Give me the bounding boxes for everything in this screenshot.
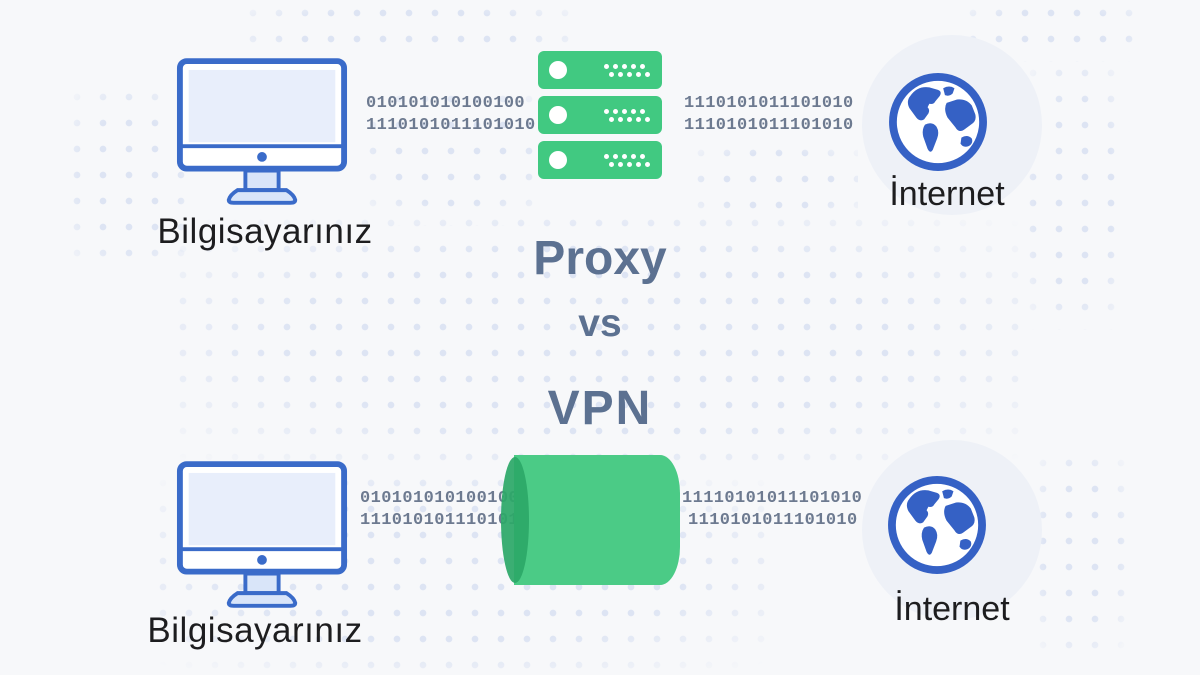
binary-line: 1110101011101010 bbox=[366, 116, 536, 135]
internet-label: İnternet bbox=[889, 175, 1005, 213]
server-vents-icon bbox=[604, 153, 650, 167]
server-unit bbox=[538, 51, 662, 89]
vpn-tunnel-body bbox=[514, 455, 680, 585]
binary-line: 11110101011101010 bbox=[682, 489, 863, 508]
binary-line: 1110101011101010 bbox=[684, 116, 854, 135]
server-unit bbox=[538, 96, 662, 134]
binary-line: 1110101011101010 bbox=[684, 94, 854, 113]
server-unit bbox=[538, 141, 662, 179]
title-vpn: VPN bbox=[547, 382, 653, 435]
binary-line: 1110101011101010 bbox=[688, 511, 858, 530]
binary-data-text: 010101010100100 1110101011101010 bbox=[360, 488, 530, 532]
desktop-computer-icon bbox=[176, 461, 348, 608]
title-proxy: Proxy bbox=[533, 232, 667, 285]
desktop-computer-icon bbox=[176, 58, 348, 205]
binary-line: 1110101011101010 bbox=[360, 511, 530, 530]
vpn-tunnel-cap bbox=[501, 457, 529, 583]
computer-label: Bilgisayarınız bbox=[147, 611, 363, 650]
world-map-dots bbox=[688, 140, 858, 224]
proxy-server-stack-icon bbox=[538, 51, 662, 179]
binary-line: 010101010100100 bbox=[366, 94, 526, 113]
server-vents-icon bbox=[604, 63, 650, 77]
server-led-icon bbox=[549, 61, 567, 79]
world-map-dots bbox=[170, 210, 1020, 470]
binary-data-text: 11110101011101010 1110101011101010 bbox=[682, 488, 862, 532]
computer-label: Bilgisayarınız bbox=[157, 212, 373, 251]
server-led-icon bbox=[549, 151, 567, 169]
world-map-dots bbox=[240, 0, 570, 60]
binary-data-text: 010101010100100 1110101011101010 bbox=[366, 93, 536, 137]
internet-globe-icon bbox=[888, 476, 986, 574]
title-vs: vs bbox=[578, 302, 622, 345]
world-map-dots bbox=[1030, 450, 1130, 650]
world-map-dots bbox=[360, 86, 550, 226]
binary-line: 010101010100100 bbox=[360, 489, 520, 508]
internet-globe-icon bbox=[889, 73, 987, 171]
binary-data-text: 1110101011101010 1110101011101010 bbox=[684, 93, 854, 137]
server-led-icon bbox=[549, 106, 567, 124]
internet-label: İnternet bbox=[894, 590, 1010, 628]
server-vents-icon bbox=[604, 108, 650, 122]
